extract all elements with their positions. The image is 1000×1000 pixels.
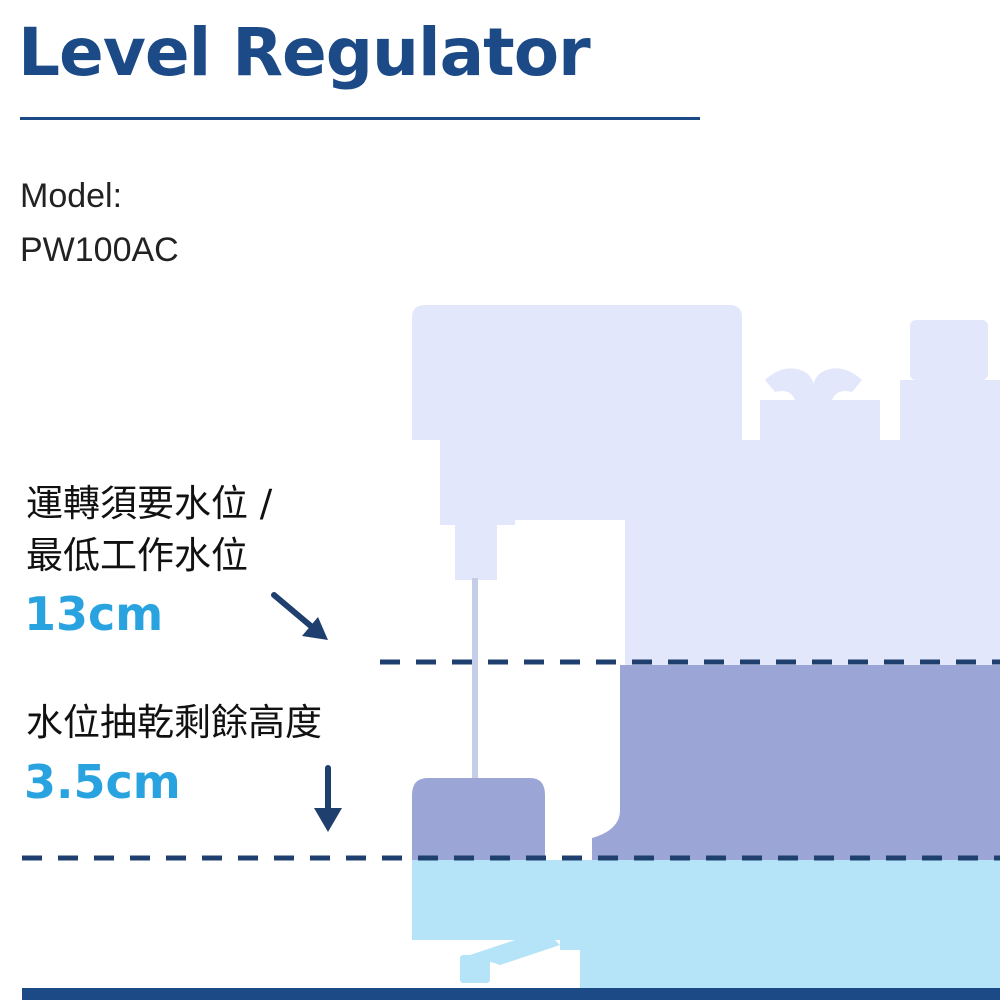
arrow-down-icon [314,765,342,832]
pump-illustration [412,305,1000,860]
floor-bar [22,988,1000,1000]
page-title: Level Regulator [18,14,591,91]
operating-level-label-line1: 運轉須要水位 / [26,482,273,525]
model-number: PW100AC [20,231,179,269]
residual-level-label: 水位抽乾剩餘高度 [26,701,322,744]
operating-level-value: 13cm [24,587,164,641]
title-divider [20,117,700,120]
water-region [412,860,1000,990]
arrow-down-right-icon [271,592,328,640]
operating-level-label-line2: 最低工作水位 [26,534,248,577]
residual-level-value: 3.5cm [24,755,181,809]
model-label: Model: [20,177,123,215]
